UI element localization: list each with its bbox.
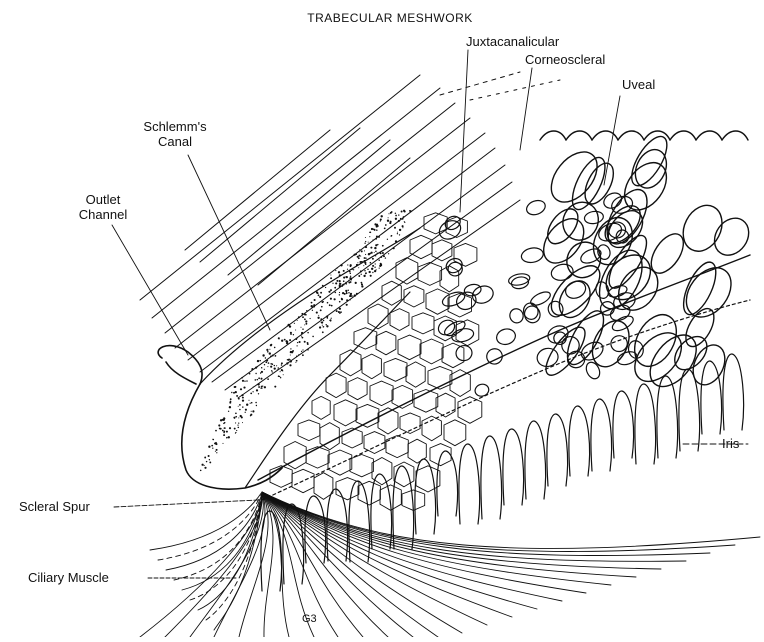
label-schlemms-canal: Schlemm's Canal bbox=[120, 119, 230, 149]
label-ciliary-muscle: Ciliary Muscle bbox=[28, 570, 109, 585]
leader-corneoscleral bbox=[520, 68, 532, 150]
label-outlet-channel-line2: Channel bbox=[58, 207, 148, 222]
label-schlemms-canal-line2: Canal bbox=[120, 134, 230, 149]
leader-scleral-spur bbox=[114, 500, 258, 507]
label-juxtacanalicular: Juxtacanalicular bbox=[466, 34, 559, 49]
leader-schlemms-canal bbox=[188, 155, 270, 330]
label-outlet-channel-line1: Outlet bbox=[58, 192, 148, 207]
outlet-channel-shape bbox=[158, 346, 282, 490]
leader-juxtacanalicular bbox=[460, 50, 468, 212]
label-corneoscleral: Corneoscleral bbox=[525, 52, 605, 67]
leader-outlet-channel bbox=[112, 225, 188, 355]
figure-code-label: G3 bbox=[302, 613, 317, 625]
label-scleral-spur: Scleral Spur bbox=[19, 499, 90, 514]
label-outlet-channel: Outlet Channel bbox=[58, 192, 148, 222]
label-iris: Iris bbox=[722, 436, 739, 451]
ciliary-muscle-fibers bbox=[140, 492, 760, 637]
figure-title: TRABECULAR MESHWORK bbox=[270, 11, 510, 26]
label-schlemms-canal-line1: Schlemm's bbox=[120, 119, 230, 134]
corneoscleral-cell-sheet bbox=[270, 213, 482, 511]
label-uveal: Uveal bbox=[622, 77, 655, 92]
